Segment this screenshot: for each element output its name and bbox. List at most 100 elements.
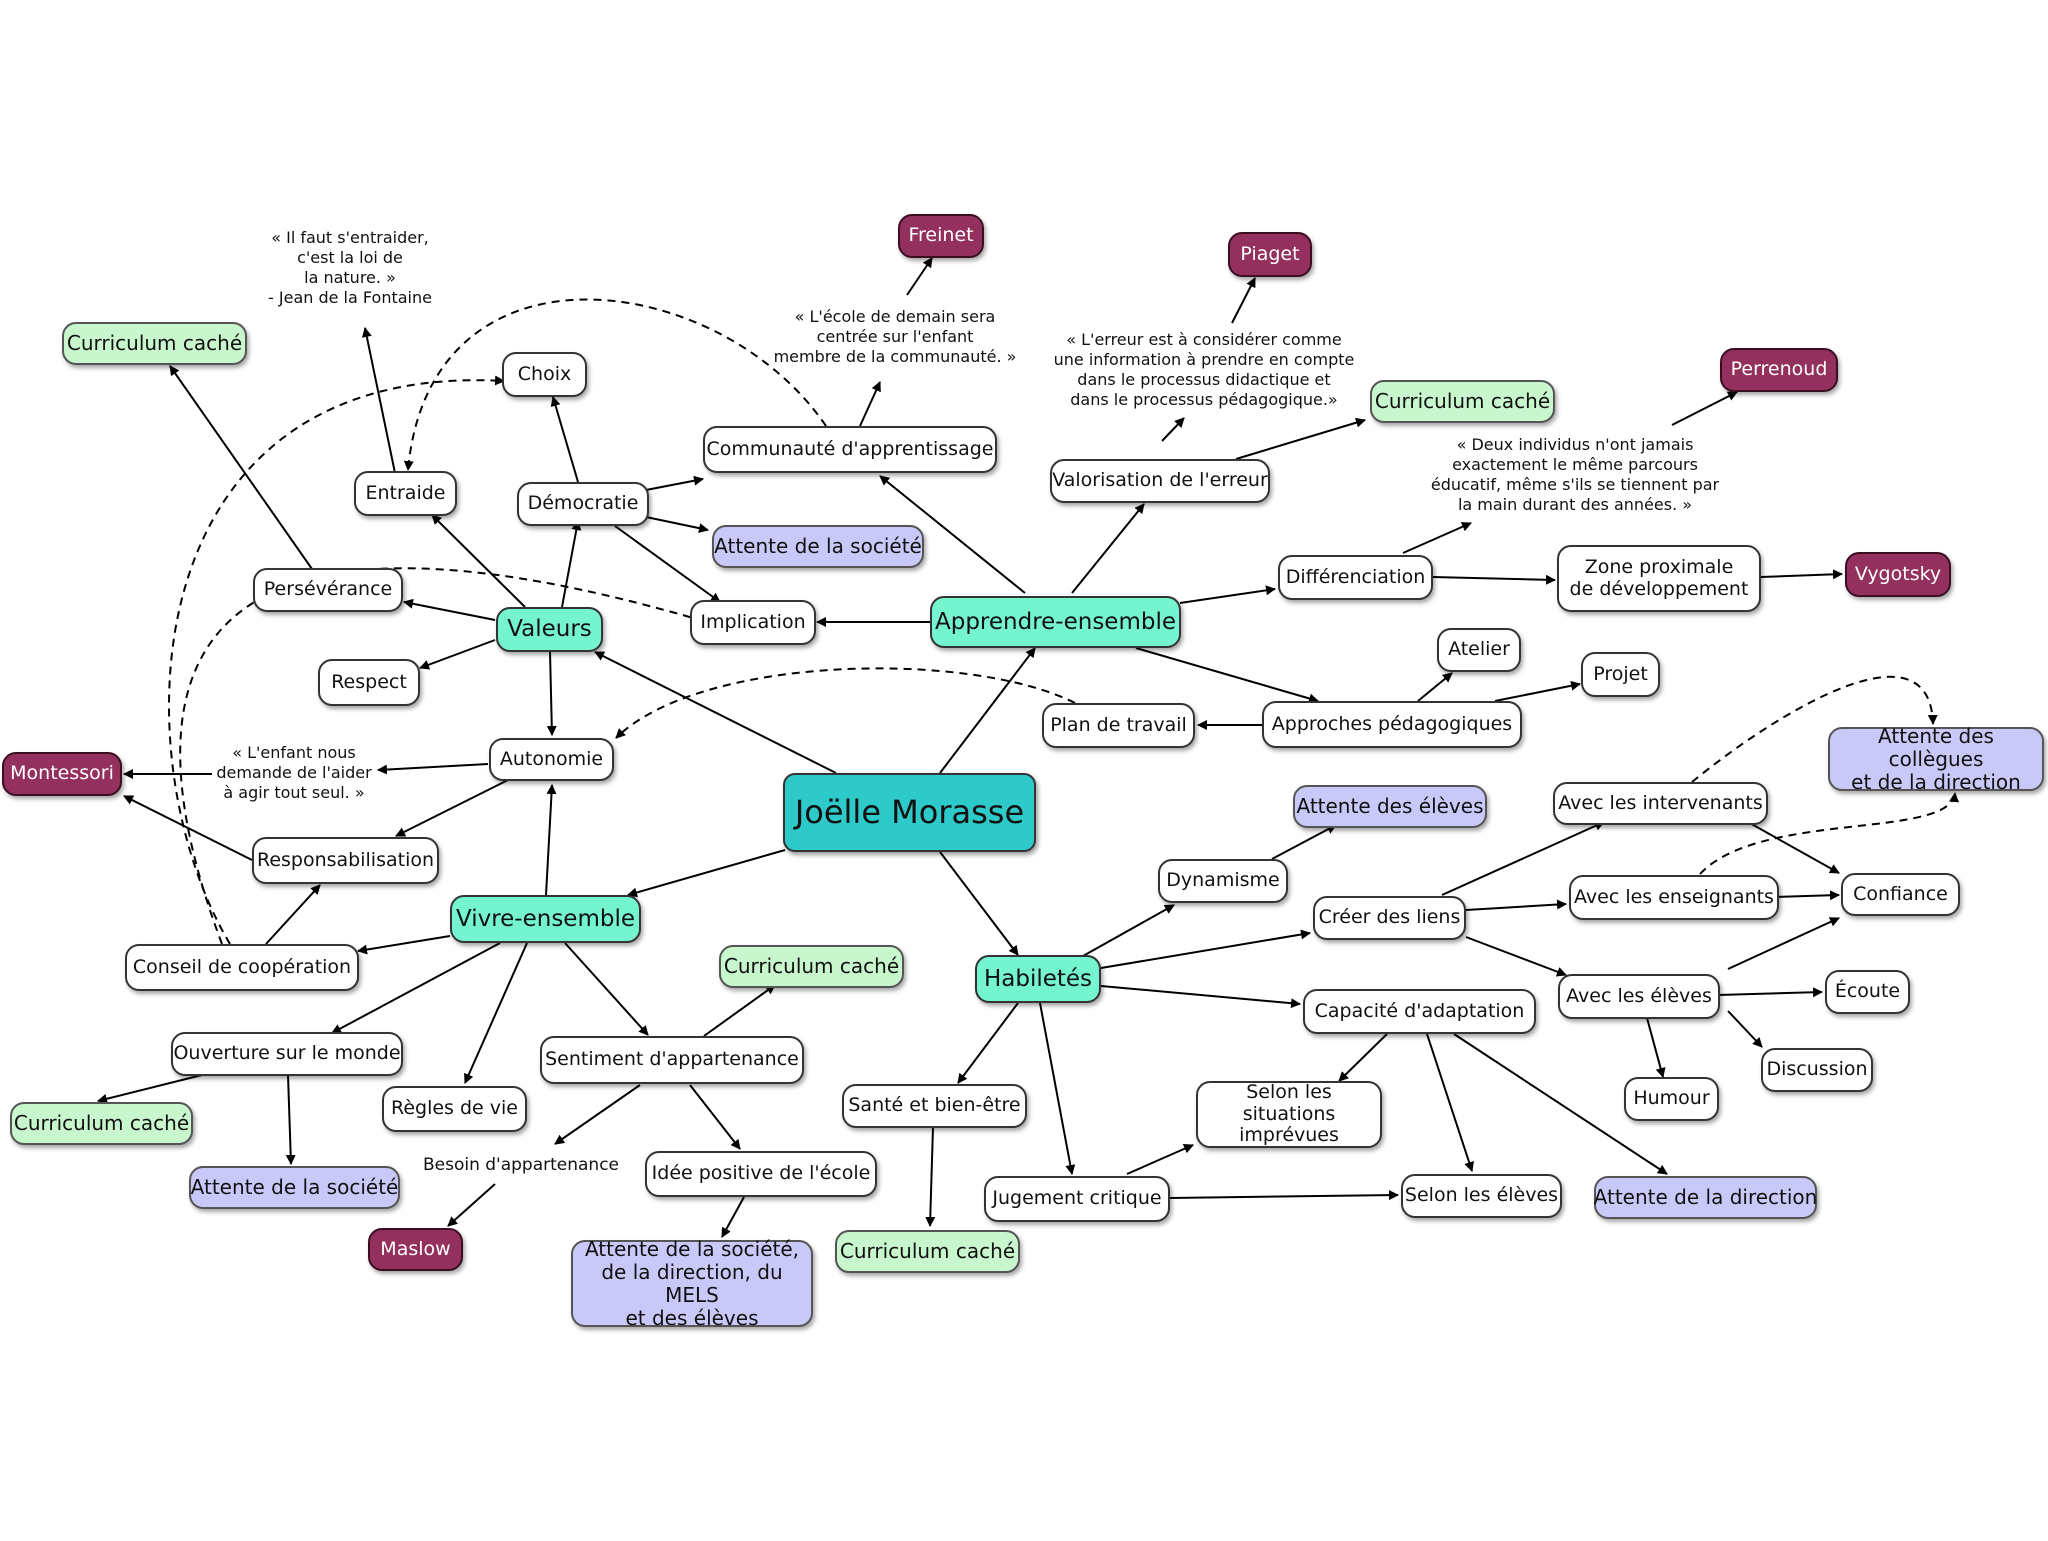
node-responsabilisation[interactable]: Responsabilisation xyxy=(252,837,439,884)
node-sante-bien-etre[interactable]: Santé et bien-être xyxy=(842,1084,1027,1128)
node-avec-eleves[interactable]: Avec les élèves xyxy=(1558,974,1720,1019)
node-approches-pedagogiques[interactable]: Approches pédagogiques xyxy=(1262,701,1522,748)
node-attente-societe-top[interactable]: Attente de la société xyxy=(712,525,924,568)
node-montessori[interactable]: Montessori xyxy=(2,752,122,796)
node-humour[interactable]: Humour xyxy=(1624,1077,1719,1121)
node-communaute-apprentissage[interactable]: Communauté d'apprentissage xyxy=(703,426,997,473)
link-apprendre-communaute xyxy=(879,475,1026,594)
link-vivre-ouverture xyxy=(331,942,501,1034)
link-habiletes-liens xyxy=(1100,929,1311,969)
node-apprendre-ensemble[interactable]: Apprendre-ensemble xyxy=(930,596,1181,648)
link-differenciation-quote xyxy=(1402,522,1472,554)
node-attente-direction[interactable]: Attente de la direction xyxy=(1594,1176,1817,1219)
node-zone-proximale[interactable]: Zone proximale de développement xyxy=(1557,545,1761,612)
link-resp-montessori xyxy=(123,795,253,861)
node-curriculum-cache-ouverture[interactable]: Curriculum caché xyxy=(10,1102,193,1145)
node-plan-travail[interactable]: Plan de travail xyxy=(1042,703,1195,748)
link-adaptation-direction xyxy=(1453,1033,1668,1175)
node-confiance[interactable]: Confiance xyxy=(1841,873,1960,916)
link-conseil-resp xyxy=(265,884,321,945)
link-adaptation-situations xyxy=(1338,1033,1388,1082)
link-center-vivre xyxy=(627,849,786,898)
node-perseverance[interactable]: Persévérance xyxy=(253,568,403,612)
quote-fontaine: « Il faut s'entraider, c'est la loi de l… xyxy=(268,228,432,307)
link-communaute-quote xyxy=(859,381,881,427)
node-vygotsky[interactable]: Vygotsky xyxy=(1845,552,1951,597)
link-valorisation-quote xyxy=(1161,417,1185,442)
node-respect[interactable]: Respect xyxy=(318,659,420,706)
node-autonomie[interactable]: Autonomie xyxy=(489,738,614,781)
link-ouverture-attente xyxy=(285,1074,296,1165)
node-avec-enseignants[interactable]: Avec les enseignants xyxy=(1569,875,1779,920)
node-idee-positive-ecole[interactable]: Idée positive de l'école xyxy=(645,1151,877,1197)
link-eleves-confiance xyxy=(1727,917,1840,970)
node-jugement-critique[interactable]: Jugement critique xyxy=(984,1176,1170,1222)
quote-piaget: « L'erreur est à considérer comme une in… xyxy=(1053,330,1355,409)
node-discussion[interactable]: Discussion xyxy=(1761,1048,1873,1092)
link-autonomie-quote xyxy=(377,763,489,775)
node-attente-multi[interactable]: Attente de la société, de la direction, … xyxy=(571,1237,813,1329)
node-differenciation[interactable]: Différenciation xyxy=(1278,555,1433,600)
link-sentiment-idee xyxy=(689,1084,741,1150)
node-valeurs[interactable]: Valeurs xyxy=(496,607,603,652)
link-zone-vygotsky xyxy=(1760,569,1843,580)
link-apprendre-approches xyxy=(1135,647,1319,704)
link-sentiment-curr xyxy=(703,984,776,1037)
node-selon-eleves[interactable]: Selon les élèves xyxy=(1401,1174,1562,1218)
node-piaget[interactable]: Piaget xyxy=(1228,232,1312,277)
link-enseignants-confiance xyxy=(1773,890,1840,901)
node-dynamisme[interactable]: Dynamisme xyxy=(1158,859,1288,903)
node-curriculum-cache-erreur[interactable]: Curriculum caché xyxy=(1370,380,1555,423)
node-capacite-adaptation[interactable]: Capacité d'adaptation xyxy=(1303,989,1536,1034)
center-node[interactable]: Joëlle Morasse xyxy=(783,773,1036,852)
link-center-valeurs xyxy=(594,651,837,774)
link-autonomie-resp xyxy=(395,779,509,837)
link-democratie-implication xyxy=(614,525,721,603)
node-atelier[interactable]: Atelier xyxy=(1437,628,1521,672)
node-attente-societe-ouverture[interactable]: Attente de la société xyxy=(189,1166,400,1209)
link-dashed-plan-autonomie xyxy=(615,667,1076,739)
link-liens-eleves xyxy=(1465,936,1567,977)
node-ouverture-monde[interactable]: Ouverture sur le monde xyxy=(171,1032,403,1076)
node-conseil-cooperation[interactable]: Conseil de coopération xyxy=(125,944,359,991)
node-avec-intervenants[interactable]: Avec les intervenants xyxy=(1553,782,1768,825)
node-projet[interactable]: Projet xyxy=(1581,652,1660,697)
link-sentiment-besoin xyxy=(554,1084,641,1145)
node-democratie[interactable]: Démocratie xyxy=(517,482,649,526)
node-habiletes[interactable]: Habiletés xyxy=(975,955,1101,1003)
node-regles-vie[interactable]: Règles de vie xyxy=(382,1086,527,1132)
node-curriculum-cache-valeurs[interactable]: Curriculum caché xyxy=(62,322,247,365)
link-apprendre-differenciation xyxy=(1179,585,1276,604)
node-curriculum-cache-sante[interactable]: Curriculum caché xyxy=(835,1230,1020,1273)
node-ecoute[interactable]: Écoute xyxy=(1825,970,1910,1014)
link-liens-enseignants xyxy=(1465,899,1567,911)
node-choix[interactable]: Choix xyxy=(502,352,587,397)
link-habiletes-jugement xyxy=(1039,1002,1076,1175)
link-perseverance-curr xyxy=(169,365,313,570)
node-attente-eleves[interactable]: Attente des élèves xyxy=(1293,785,1487,828)
link-eleves-discussion xyxy=(1727,1010,1763,1048)
node-freinet[interactable]: Freinet xyxy=(898,214,984,258)
node-attente-collegues[interactable]: Attente des collègues et de la direction xyxy=(1828,724,2044,793)
link-quote-freinet xyxy=(906,257,933,296)
link-jugement-situations xyxy=(1126,1144,1194,1175)
node-maslow[interactable]: Maslow xyxy=(368,1228,463,1271)
link-valeurs-entraide xyxy=(431,514,526,608)
node-curriculum-cache-sentiment[interactable]: Curriculum caché xyxy=(719,945,904,988)
link-eleves-ecoute xyxy=(1717,987,1823,998)
link-liens-intervenants xyxy=(1441,821,1605,896)
link-sante-curr xyxy=(925,1126,936,1227)
node-sentiment-appartenance[interactable]: Sentiment d'appartenance xyxy=(540,1036,804,1084)
link-valorisation-curr xyxy=(1235,417,1366,460)
link-democratie-attente xyxy=(645,516,709,534)
node-vivre-ensemble[interactable]: Vivre-ensemble xyxy=(450,895,641,943)
node-selon-situations[interactable]: Selon les situations imprévues xyxy=(1196,1081,1382,1148)
node-valorisation-erreur[interactable]: Valorisation de l'erreur xyxy=(1050,459,1270,503)
node-implication[interactable]: Implication xyxy=(690,600,816,645)
node-creer-liens[interactable]: Créer des liens xyxy=(1313,896,1466,940)
label-besoin-appartenance: Besoin d'appartenance xyxy=(422,1155,620,1176)
node-entraide[interactable]: Entraide xyxy=(354,471,457,516)
link-approches-projet xyxy=(1494,680,1581,702)
node-perrenoud[interactable]: Perrenoud xyxy=(1720,348,1838,392)
